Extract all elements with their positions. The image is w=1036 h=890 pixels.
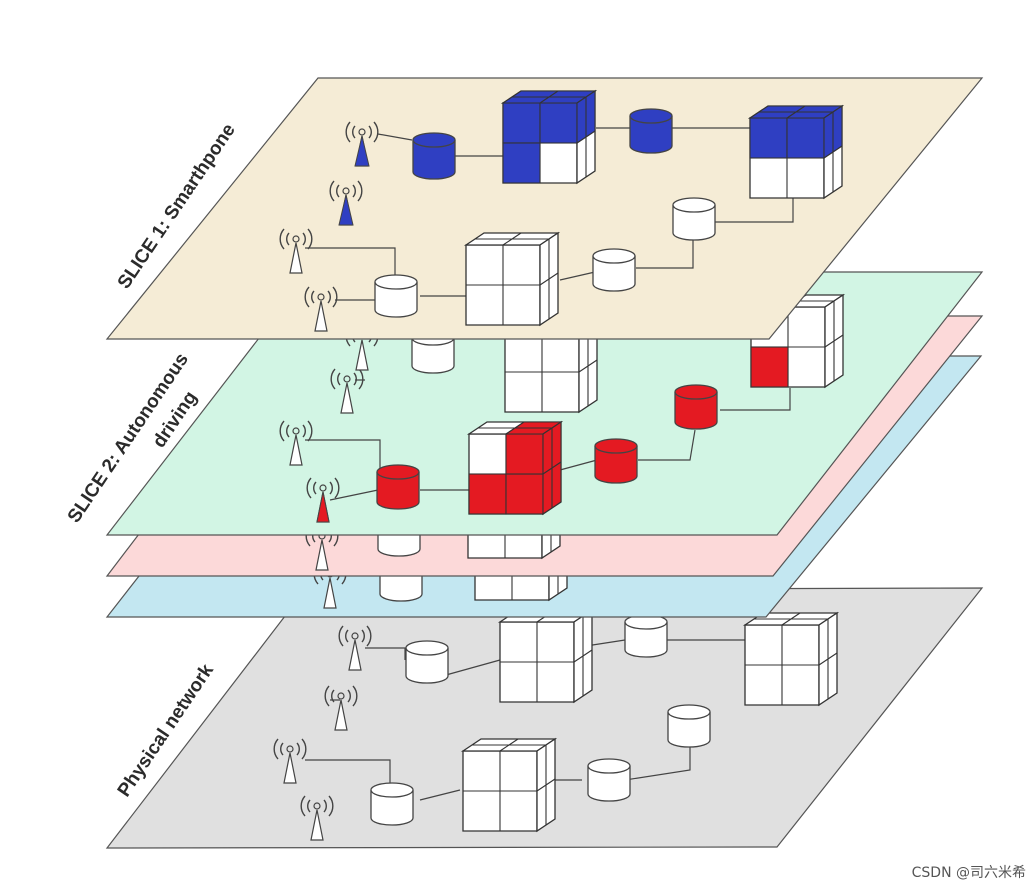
database-icon: [667, 704, 711, 748]
server-cube-icon: [465, 232, 559, 326]
database-icon: [405, 640, 449, 684]
antenna-icon-active: [329, 180, 363, 226]
slice1-topology: [305, 127, 794, 301]
server-cube-icon-blue: [501, 89, 597, 184]
server-cube-icon: [499, 609, 593, 703]
database-icon-red: [594, 438, 638, 484]
antenna-icon-active: [306, 477, 340, 523]
database-icon-blue: [629, 108, 673, 154]
antenna-icon-active: [345, 121, 379, 167]
database-icon: [672, 197, 716, 241]
database-icon: [624, 614, 668, 658]
database-icon-red: [674, 384, 718, 430]
watermark: CSDN @司六米希: [911, 865, 1026, 881]
server-cube-icon: [462, 738, 556, 832]
server-cube-icon-red: [468, 420, 563, 516]
server-cube-icon: [744, 612, 838, 706]
database-icon: [592, 248, 636, 292]
server-cube-icon-blue: [748, 104, 844, 199]
database-icon: [587, 758, 631, 802]
server-cube-icon-red: [750, 294, 844, 388]
database-icon: [370, 782, 414, 826]
database-icon: [374, 274, 418, 318]
database-icon-red: [376, 464, 420, 510]
database-icon-blue: [412, 132, 456, 180]
slice2-topology: [305, 379, 791, 501]
